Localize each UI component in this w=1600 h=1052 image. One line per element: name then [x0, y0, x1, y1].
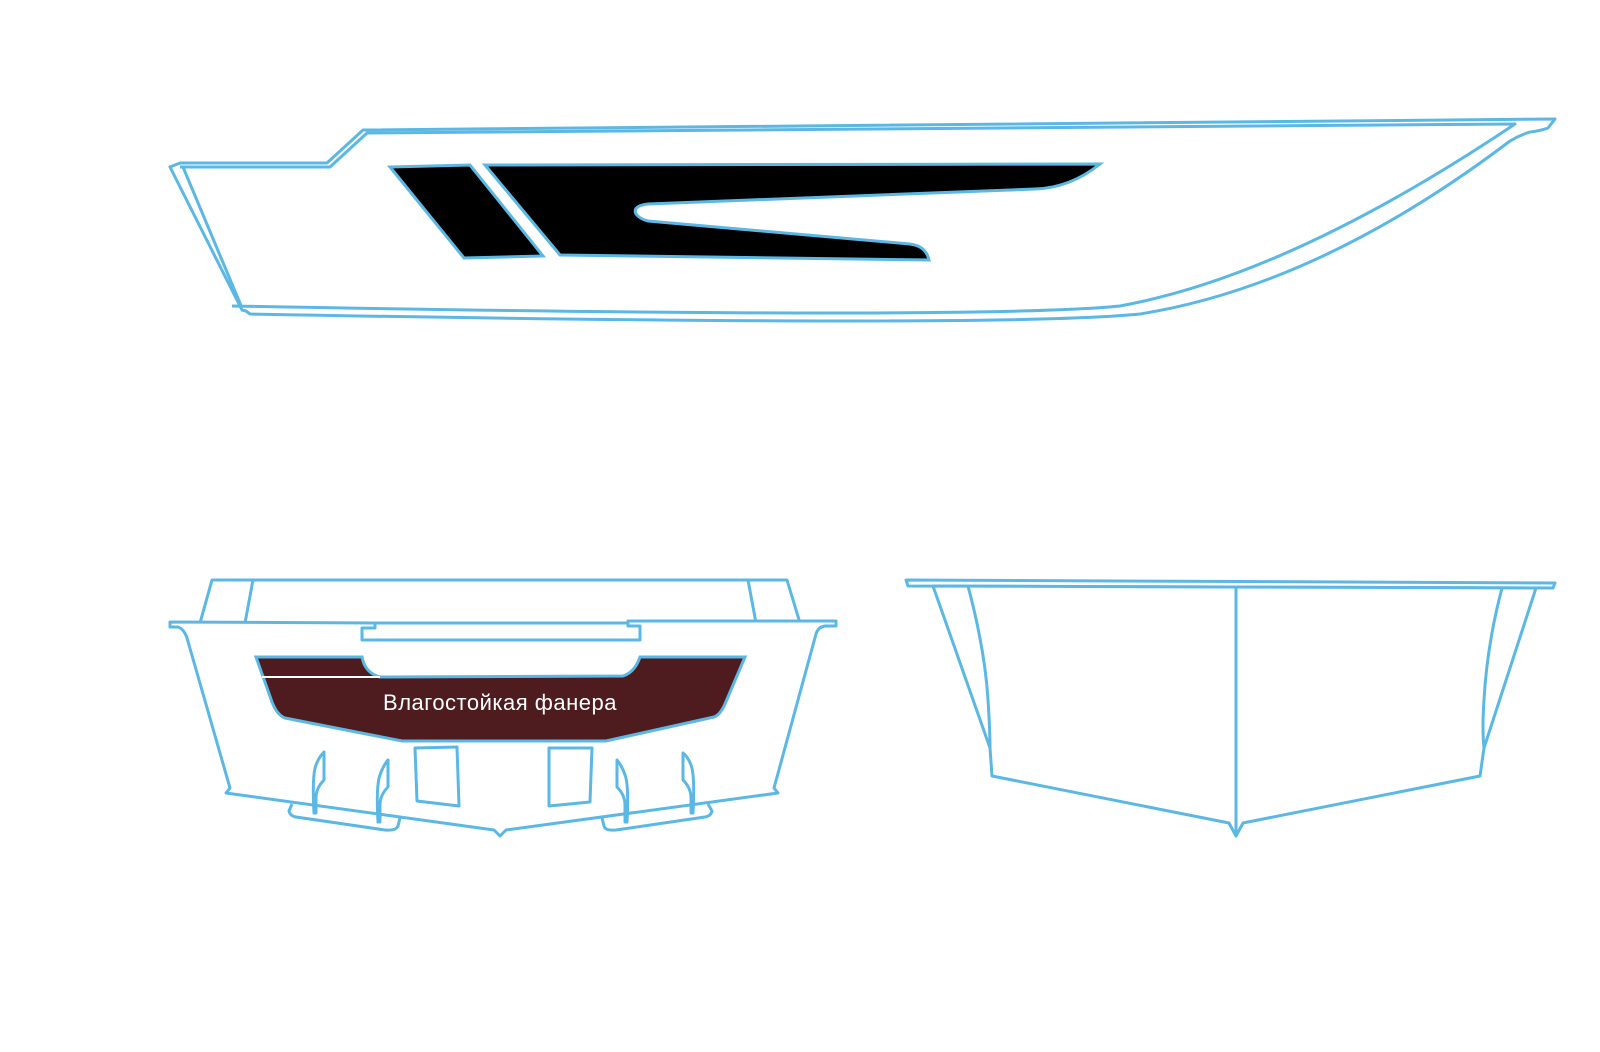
side-stern-line [181, 166, 244, 309]
boat-stern-view: Влагостойкая фанера [168, 578, 838, 838]
decal-stripe-main [481, 162, 1105, 262]
stern-cabin-posts [243, 579, 758, 624]
side-hull-inner [180, 122, 1517, 315]
side-hull-outer [168, 117, 1557, 323]
bow-hull-lines [966, 585, 1504, 836]
boat-side-view [168, 117, 1557, 323]
boat-bow-view [904, 578, 1557, 838]
stern-cabin-top [198, 578, 802, 625]
decal-stripe-left [386, 163, 547, 260]
stern-fittings [287, 745, 714, 832]
material-label: Влагостойкая фанера [383, 690, 617, 715]
